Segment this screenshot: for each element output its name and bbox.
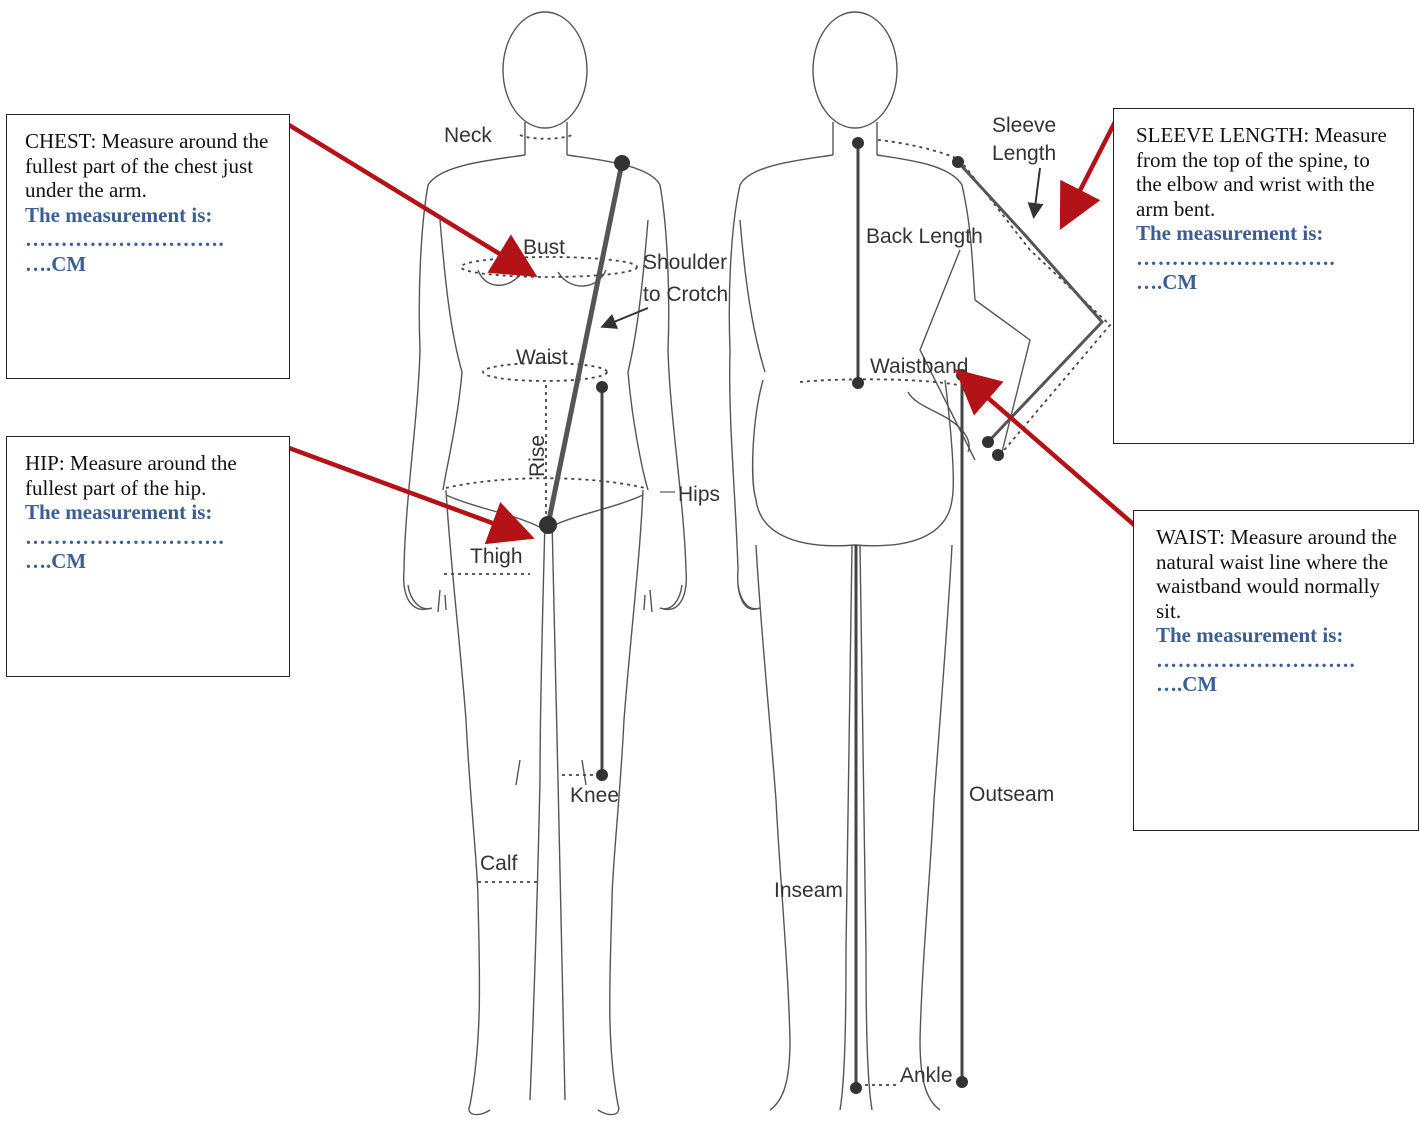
back-measure-solid bbox=[850, 137, 1102, 1094]
label-back-length: Back Length bbox=[866, 225, 983, 248]
front-head bbox=[503, 12, 587, 128]
label-shoulder-2: to Crotch bbox=[643, 283, 728, 306]
sleeve-measurement-field[interactable]: ………………………. bbox=[1136, 246, 1395, 271]
sleeve-measurement-prompt: The measurement is: bbox=[1136, 221, 1395, 246]
waist-instruction-box: WAIST: Measure around the natural waist … bbox=[1133, 510, 1419, 831]
waist-measurement-field[interactable]: ………………………. bbox=[1156, 648, 1400, 673]
label-outseam: Outseam bbox=[969, 783, 1054, 806]
waist-measurement-unit: ….CM bbox=[1156, 672, 1400, 697]
hip-instruction-text: HIP: Measure around the fullest part of … bbox=[25, 451, 271, 500]
waist-measurement-prompt: The measurement is: bbox=[1156, 623, 1400, 648]
label-sleeve-2: Length bbox=[992, 142, 1056, 165]
pointer-arrows bbox=[289, 116, 1140, 534]
label-sleeve-1: Sleeve bbox=[992, 114, 1056, 137]
back-figure bbox=[729, 12, 1030, 1110]
chest-instruction-text: CHEST: Measure around the fullest part o… bbox=[25, 129, 271, 203]
sleeve-instruction-box: SLEEVE LENGTH: Measure from the top of t… bbox=[1113, 108, 1414, 444]
label-waist: Waist bbox=[516, 346, 568, 369]
label-hips: Hips bbox=[678, 483, 720, 506]
waist-instruction-text: WAIST: Measure around the natural waist … bbox=[1156, 525, 1400, 623]
hip-measurement-unit: ….CM bbox=[25, 549, 271, 574]
hip-measurement-prompt: The measurement is: bbox=[25, 500, 271, 525]
back-head bbox=[813, 12, 897, 128]
hip-measurement-field[interactable]: ………………………. bbox=[25, 525, 271, 550]
chest-instruction-box: CHEST: Measure around the fullest part o… bbox=[6, 114, 290, 379]
label-knee: Knee bbox=[570, 784, 619, 807]
chest-measurement-field[interactable]: ………………………. bbox=[25, 227, 271, 252]
chest-measurement-unit: ….CM bbox=[25, 252, 271, 277]
label-thigh: Thigh bbox=[470, 545, 523, 568]
label-waistband: Waistband bbox=[870, 355, 968, 378]
label-shoulder-1: Shoulder bbox=[643, 251, 727, 274]
label-inseam: Inseam bbox=[774, 879, 843, 902]
sleeve-arrow bbox=[1066, 116, 1118, 218]
hip-instruction-box: HIP: Measure around the fullest part of … bbox=[6, 436, 290, 677]
sleeve-instruction-text: SLEEVE LENGTH: Measure from the top of t… bbox=[1136, 123, 1395, 221]
label-rise: Rise bbox=[526, 435, 549, 477]
label-neck: Neck bbox=[444, 124, 492, 147]
front-figure bbox=[404, 12, 687, 1115]
label-bust: Bust bbox=[523, 236, 565, 259]
hip-arrow bbox=[289, 448, 522, 534]
chest-measurement-prompt: The measurement is: bbox=[25, 203, 271, 228]
label-ankle: Ankle bbox=[900, 1064, 953, 1087]
sleeve-measurement-unit: ….CM bbox=[1136, 270, 1395, 295]
label-calf: Calf bbox=[480, 852, 518, 875]
